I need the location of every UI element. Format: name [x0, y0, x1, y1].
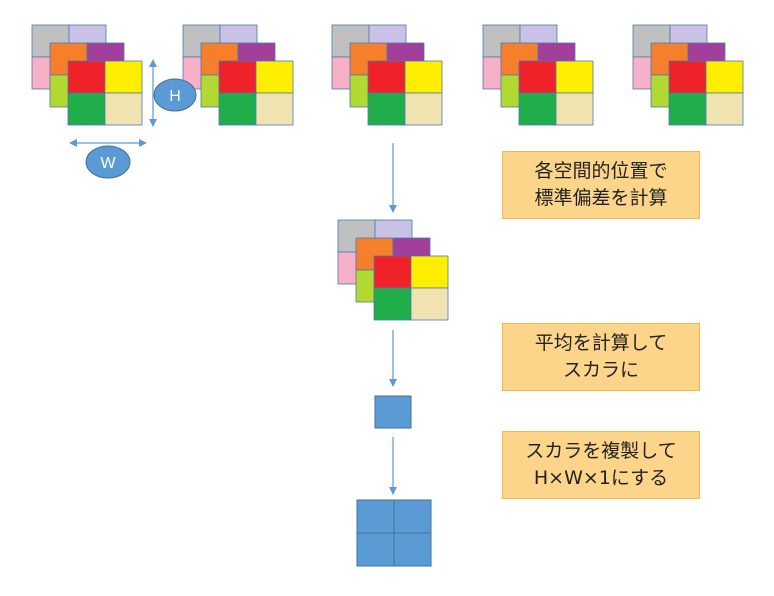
- callout-std-line1: 各空間的位置で: [534, 160, 668, 182]
- layer-cell: [555, 60, 594, 94]
- layer-cell: [705, 92, 744, 126]
- replicated-cell: [356, 499, 395, 534]
- layer-cell: [668, 60, 707, 94]
- replicated-cell: [356, 532, 395, 567]
- callout-replicate: スカラを複製して H×W×1にする: [502, 431, 700, 499]
- callout-mean-line1: 平均を計算して: [534, 332, 668, 354]
- layer-cell: [218, 60, 257, 94]
- replicated-map: [356, 499, 432, 567]
- width-label: W: [100, 155, 116, 172]
- std-map-stack: [337, 219, 449, 321]
- layer-cell: [373, 287, 412, 321]
- layer-front: [218, 60, 294, 126]
- layer-front: [373, 255, 449, 321]
- input-stack: [482, 24, 594, 126]
- height-label-ellipse: [153, 78, 197, 112]
- scalar-block: [374, 395, 412, 429]
- layer-front: [367, 60, 443, 126]
- callout-std-line2: 標準偏差を計算: [534, 187, 668, 209]
- layer-cell: [518, 92, 557, 126]
- layer-cell: [367, 92, 406, 126]
- layer-cell: [104, 92, 143, 126]
- layer-cell: [67, 92, 106, 126]
- input-stack: [632, 24, 744, 126]
- layer-cell: [218, 92, 257, 126]
- callout-replicate-line2: H×W×1にする: [533, 467, 669, 489]
- layer-cell: [67, 60, 106, 94]
- height-label: H: [169, 88, 181, 105]
- layer-cell: [255, 60, 294, 94]
- layer-cell: [373, 255, 412, 289]
- callout-mean: 平均を計算して スカラに: [502, 323, 700, 391]
- layer-cell: [104, 60, 143, 94]
- layer-cell: [668, 92, 707, 126]
- replicated-cell: [393, 499, 432, 534]
- callout-mean-line2: スカラに: [562, 359, 639, 381]
- layer-cell: [555, 92, 594, 126]
- replicated-cell: [393, 532, 432, 567]
- layer-cell: [518, 60, 557, 94]
- layer-cell: [410, 287, 449, 321]
- layer-cell: [404, 60, 443, 94]
- layer-front: [518, 60, 594, 126]
- layer-cell: [255, 92, 294, 126]
- layer-front: [668, 60, 744, 126]
- layer-front: [67, 60, 143, 126]
- layer-cell: [404, 92, 443, 126]
- layer-cell: [410, 255, 449, 289]
- layer-cell: [367, 60, 406, 94]
- input-stack: [182, 24, 294, 126]
- input-stack: [331, 24, 443, 126]
- input-stack: [31, 24, 143, 126]
- layer-cell: [705, 60, 744, 94]
- callout-std: 各空間的位置で 標準偏差を計算: [502, 151, 700, 219]
- width-label-ellipse: [85, 145, 131, 179]
- callout-replicate-line1: スカラを複製して: [525, 440, 677, 462]
